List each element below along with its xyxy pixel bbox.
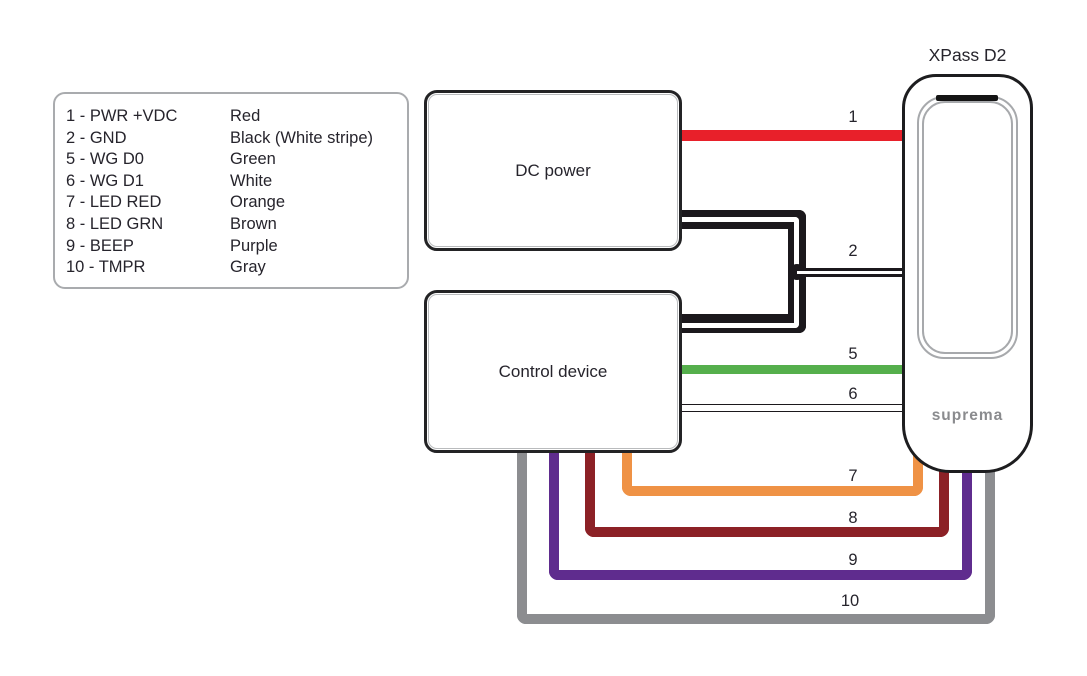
legend-row: 5 - WG D0 Green xyxy=(66,149,407,171)
wire-1-red xyxy=(678,130,908,141)
control-device-label: Control device xyxy=(498,361,608,381)
legend-color-name: Red xyxy=(230,107,261,125)
suprema-logo: suprema xyxy=(931,407,1004,424)
legend-pin-label: 5 - WG D0 xyxy=(66,150,144,169)
legend-pin-label: 6 - WG D1 xyxy=(66,171,144,190)
wire-5-green xyxy=(678,365,908,374)
wire-6-white xyxy=(678,404,908,412)
legend-pin-label: 10 - TMPR xyxy=(66,258,146,277)
legend-pin-label: 7 - LED RED xyxy=(66,193,162,212)
pin-legend: 1 - PWR +VDC Red 2 - GND Black (White st… xyxy=(53,92,409,289)
device-bezel xyxy=(917,96,1018,359)
wire-2-black xyxy=(797,268,908,277)
legend-row: 1 - PWR +VDC Red xyxy=(66,106,407,128)
wire-9-purple xyxy=(549,451,972,580)
wire-label-5: 5 xyxy=(848,345,858,363)
legend-pin-label: 9 - BEEP xyxy=(66,236,134,255)
dc-power-box: DC power xyxy=(424,90,682,251)
legend-row: 8 - LED GRN Brown xyxy=(66,214,407,236)
device-top-slot xyxy=(936,95,998,101)
dc-power-label: DC power xyxy=(515,160,591,180)
dc-power-box-inner: DC power xyxy=(428,94,678,247)
wire-label-10: 10 xyxy=(840,592,860,610)
wire-label-2: 2 xyxy=(848,242,858,260)
wire-label-7: 7 xyxy=(848,467,858,485)
legend-row: 10 - TMPR Gray xyxy=(66,257,407,279)
wire-label-6: 6 xyxy=(848,385,858,403)
legend-color-name: Gray xyxy=(230,258,266,277)
control-device-box: Control device xyxy=(424,290,682,453)
wire-7-orange xyxy=(622,451,923,496)
legend-pin-label: 8 - LED GRN xyxy=(66,214,164,233)
device-bezel-inner xyxy=(922,101,1013,354)
legend-row: 9 - BEEP Purple xyxy=(66,236,407,258)
control-device-box-inner: Control device xyxy=(428,294,678,449)
legend-color-name: Brown xyxy=(230,214,277,233)
wire-10-gray xyxy=(517,451,995,624)
wire-label-9: 9 xyxy=(848,551,858,569)
wire-8-brown xyxy=(585,451,949,537)
wire-label-1: 1 xyxy=(848,108,858,126)
wire-2-black-run xyxy=(678,210,806,333)
legend-pin-label: 1 - PWR +VDC xyxy=(66,107,178,125)
legend-color-name: Orange xyxy=(230,193,286,212)
wire-2-white-stripe xyxy=(678,217,799,328)
wire-label-8: 8 xyxy=(848,509,858,527)
legend-color-name: Black (White stripe) xyxy=(230,128,374,147)
legend-row: 6 - WG D1 White xyxy=(66,171,407,193)
legend-row: 2 - GND Black (White stripe) xyxy=(66,128,407,150)
device-title: XPass D2 xyxy=(928,45,1007,65)
legend-row: 7 - LED RED Orange xyxy=(66,192,407,214)
legend-pin-label: 2 - GND xyxy=(66,128,127,147)
legend-color-name: Green xyxy=(230,150,276,169)
legend-color-name: Purple xyxy=(230,236,278,255)
xpass-d2-device: suprema xyxy=(902,74,1033,473)
legend-color-name: White xyxy=(230,171,273,190)
